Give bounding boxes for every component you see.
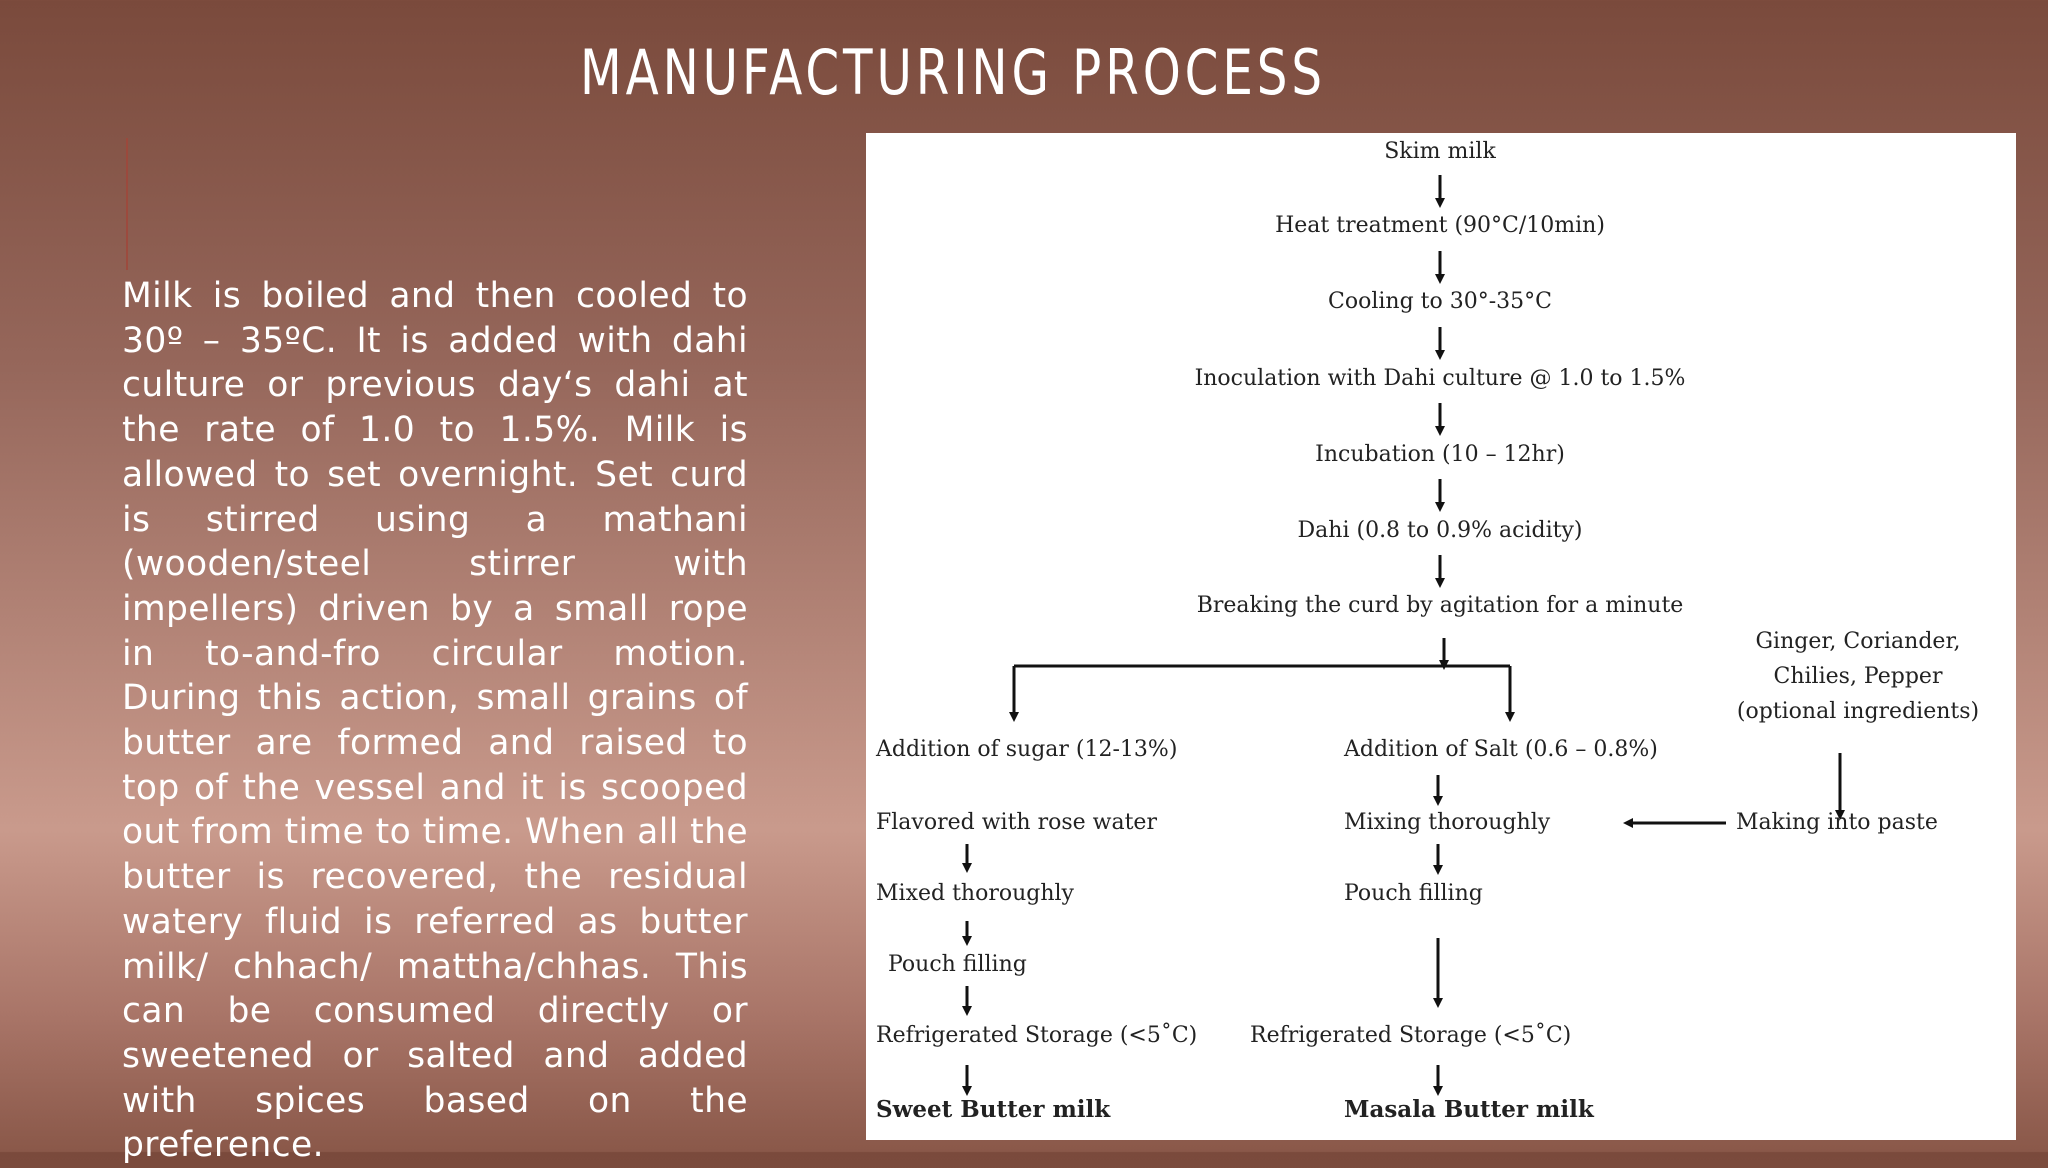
step-add-sugar: Addition of sugar (12-13%) [876,737,1178,762]
slide-title: MANUFACTURING PROCESS [579,36,1327,109]
step-heat-treatment: Heat treatment (90°C/10min) [1275,213,1605,238]
step-incubation: Incubation (10 – 12hr) [1315,442,1565,467]
step-rose-water: Flavored with rose water [876,810,1157,835]
flowchart-panel: Skim milk Heat treatment (90°C/10min) Co… [866,133,2016,1140]
optional-ingredients-line1: Ginger, Coriander, [1755,629,1961,654]
result-masala-butter-milk: Masala Butter milk [1344,1096,1594,1123]
optional-ingredients-line2: Chilies, Pepper [1773,664,1943,689]
step-breaking-curd: Breaking the curd by agitation for a min… [1196,593,1684,618]
flowchart-arrows [962,175,1845,1096]
process-description: Milk is boiled and then cooled to 30º – … [122,276,748,1166]
step-left-pouch-filling: Pouch filling [888,952,1027,977]
step-mixing-thoroughly: Mixing thoroughly [1344,810,1551,835]
result-sweet-butter-milk: Sweet Butter milk [876,1096,1111,1123]
step-right-pouch-filling: Pouch filling [1344,881,1483,906]
step-right-storage: Refrigerated Storage (<5˚C) [1250,1023,1572,1048]
step-dahi: Dahi (0.8 to 0.9% acidity) [1297,518,1583,543]
step-add-salt: Addition of Salt (0.6 – 0.8%) [1344,737,1658,762]
step-inoculation: Inoculation with Dahi culture @ 1.0 to 1… [1194,366,1686,391]
step-mixed-thoroughly: Mixed thoroughly [876,881,1074,906]
accent-line [126,138,128,270]
step-skim-milk: Skim milk [1384,139,1496,164]
step-cooling: Cooling to 30°-35°C [1328,289,1552,314]
step-left-storage: Refrigerated Storage (<5˚C) [876,1023,1198,1048]
optional-ingredients-line3: (optional ingredients) [1736,699,1980,724]
